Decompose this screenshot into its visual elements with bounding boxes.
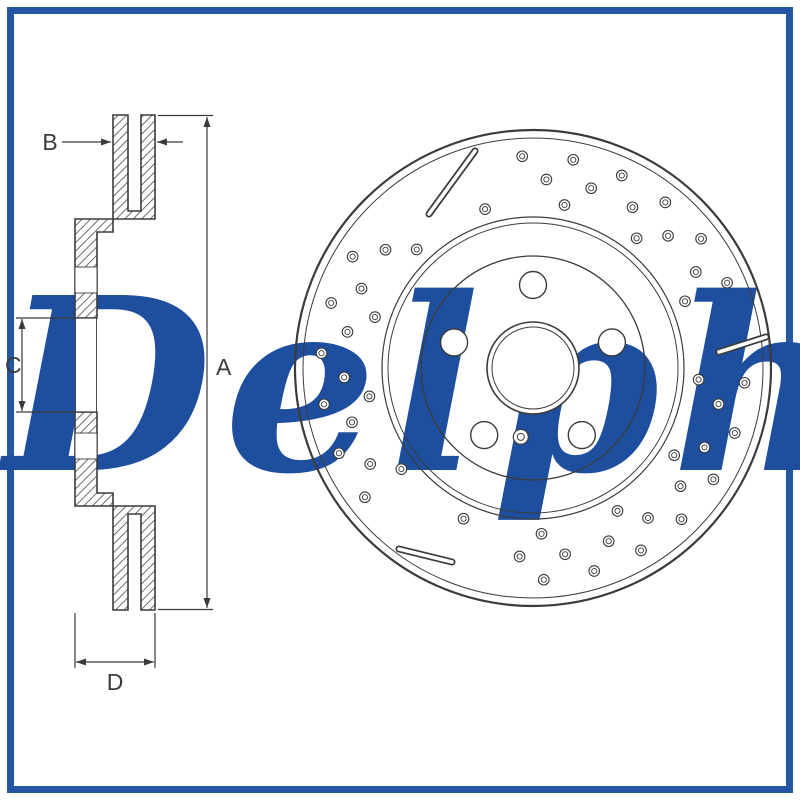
drill-hole-center [413, 246, 420, 253]
slots [395, 147, 770, 566]
drill-hole-center [614, 507, 621, 514]
dim-label-c: C [5, 352, 22, 378]
lug-hole [597, 328, 627, 357]
set-screw-hole-center [516, 432, 525, 441]
drill-hole-center [366, 393, 373, 400]
lug-hole [470, 420, 499, 450]
drill-hole-center [692, 268, 699, 276]
drill-hole-center [724, 279, 731, 286]
drill-hole-center [562, 551, 569, 558]
drill-hole-center [588, 185, 595, 192]
drill-holes [315, 150, 751, 586]
dim-label-a: A [216, 354, 232, 380]
drill-hole-center [644, 514, 652, 522]
drill-hole-center [543, 176, 550, 183]
delphi-watermark: Delphi [0, 245, 800, 527]
drill-hole-center [698, 235, 705, 242]
drill-hole-center [371, 314, 379, 321]
drill-hole-center [361, 494, 368, 501]
drill-hole-center [701, 444, 708, 451]
top-friction-ring-section [112, 114, 156, 220]
center-bore-section [75, 318, 97, 412]
drill-hole-center [605, 538, 612, 545]
drill-hole-center [318, 350, 325, 357]
drill-hole-center [460, 515, 467, 522]
lug-hole [567, 420, 596, 450]
dimension-annotations: A B C D [5, 114, 232, 695]
drill-hole-center [482, 206, 489, 213]
lug-holes [439, 270, 627, 450]
drill-hole-center [358, 285, 365, 292]
drill-hole-center [519, 153, 526, 160]
drill-hole-center [678, 516, 685, 523]
slot-top-left [425, 147, 479, 218]
lug-hole [518, 270, 548, 300]
bottom-friction-ring-section [112, 505, 156, 611]
slot-right [715, 333, 770, 356]
drill-hole-center [662, 199, 669, 206]
outer-chamfer-circle [302, 137, 764, 599]
drill-hole-center [349, 253, 356, 260]
friction-inner-circle-inner [387, 222, 679, 514]
drill-hole-center [695, 376, 702, 383]
cross-section-view [74, 114, 156, 611]
drill-hole-center [538, 530, 545, 537]
lug-hole-section-bottom [74, 432, 98, 460]
center-bore-outer [486, 321, 580, 415]
drill-hole-center [741, 379, 748, 386]
center-bore-inner [491, 326, 575, 410]
drill-hole-center [328, 299, 335, 307]
drill-hole-center [344, 328, 351, 335]
drill-hole-center [677, 483, 684, 490]
drill-hole-center [348, 419, 356, 426]
drill-hole-center [335, 450, 342, 457]
outer-edge-circle [293, 128, 773, 608]
drill-hole-center [637, 547, 645, 554]
drill-hole-center [398, 466, 405, 473]
drill-hole-center [591, 567, 598, 575]
drill-hole-center [367, 460, 374, 468]
drill-hole-center [341, 374, 348, 381]
drill-hole-center [731, 429, 738, 437]
friction-inner-circle-outer [381, 216, 685, 520]
drill-hole-center [570, 156, 577, 163]
drill-hole-center [540, 576, 547, 583]
drill-hole-center [665, 232, 672, 239]
drill-hole-center [516, 553, 523, 560]
drill-hole-center [715, 401, 722, 408]
drill-hole-center [618, 172, 625, 179]
drill-hole-center [629, 204, 636, 211]
drill-hole-center [561, 201, 568, 209]
disc-front-view [293, 128, 773, 608]
dim-label-b: B [42, 129, 57, 155]
drill-hole-center [710, 476, 717, 483]
lug-hole [439, 328, 469, 357]
slot-bottom-left [395, 545, 456, 566]
drill-hole-center [633, 235, 640, 242]
drill-hole-center [671, 452, 678, 459]
drill-hole-center [681, 298, 689, 305]
dim-label-d: D [107, 669, 124, 695]
drill-hole-center [321, 401, 328, 408]
hub-circle [420, 255, 646, 481]
drill-hole-center [382, 246, 389, 253]
lug-hole-section-top [74, 266, 98, 294]
